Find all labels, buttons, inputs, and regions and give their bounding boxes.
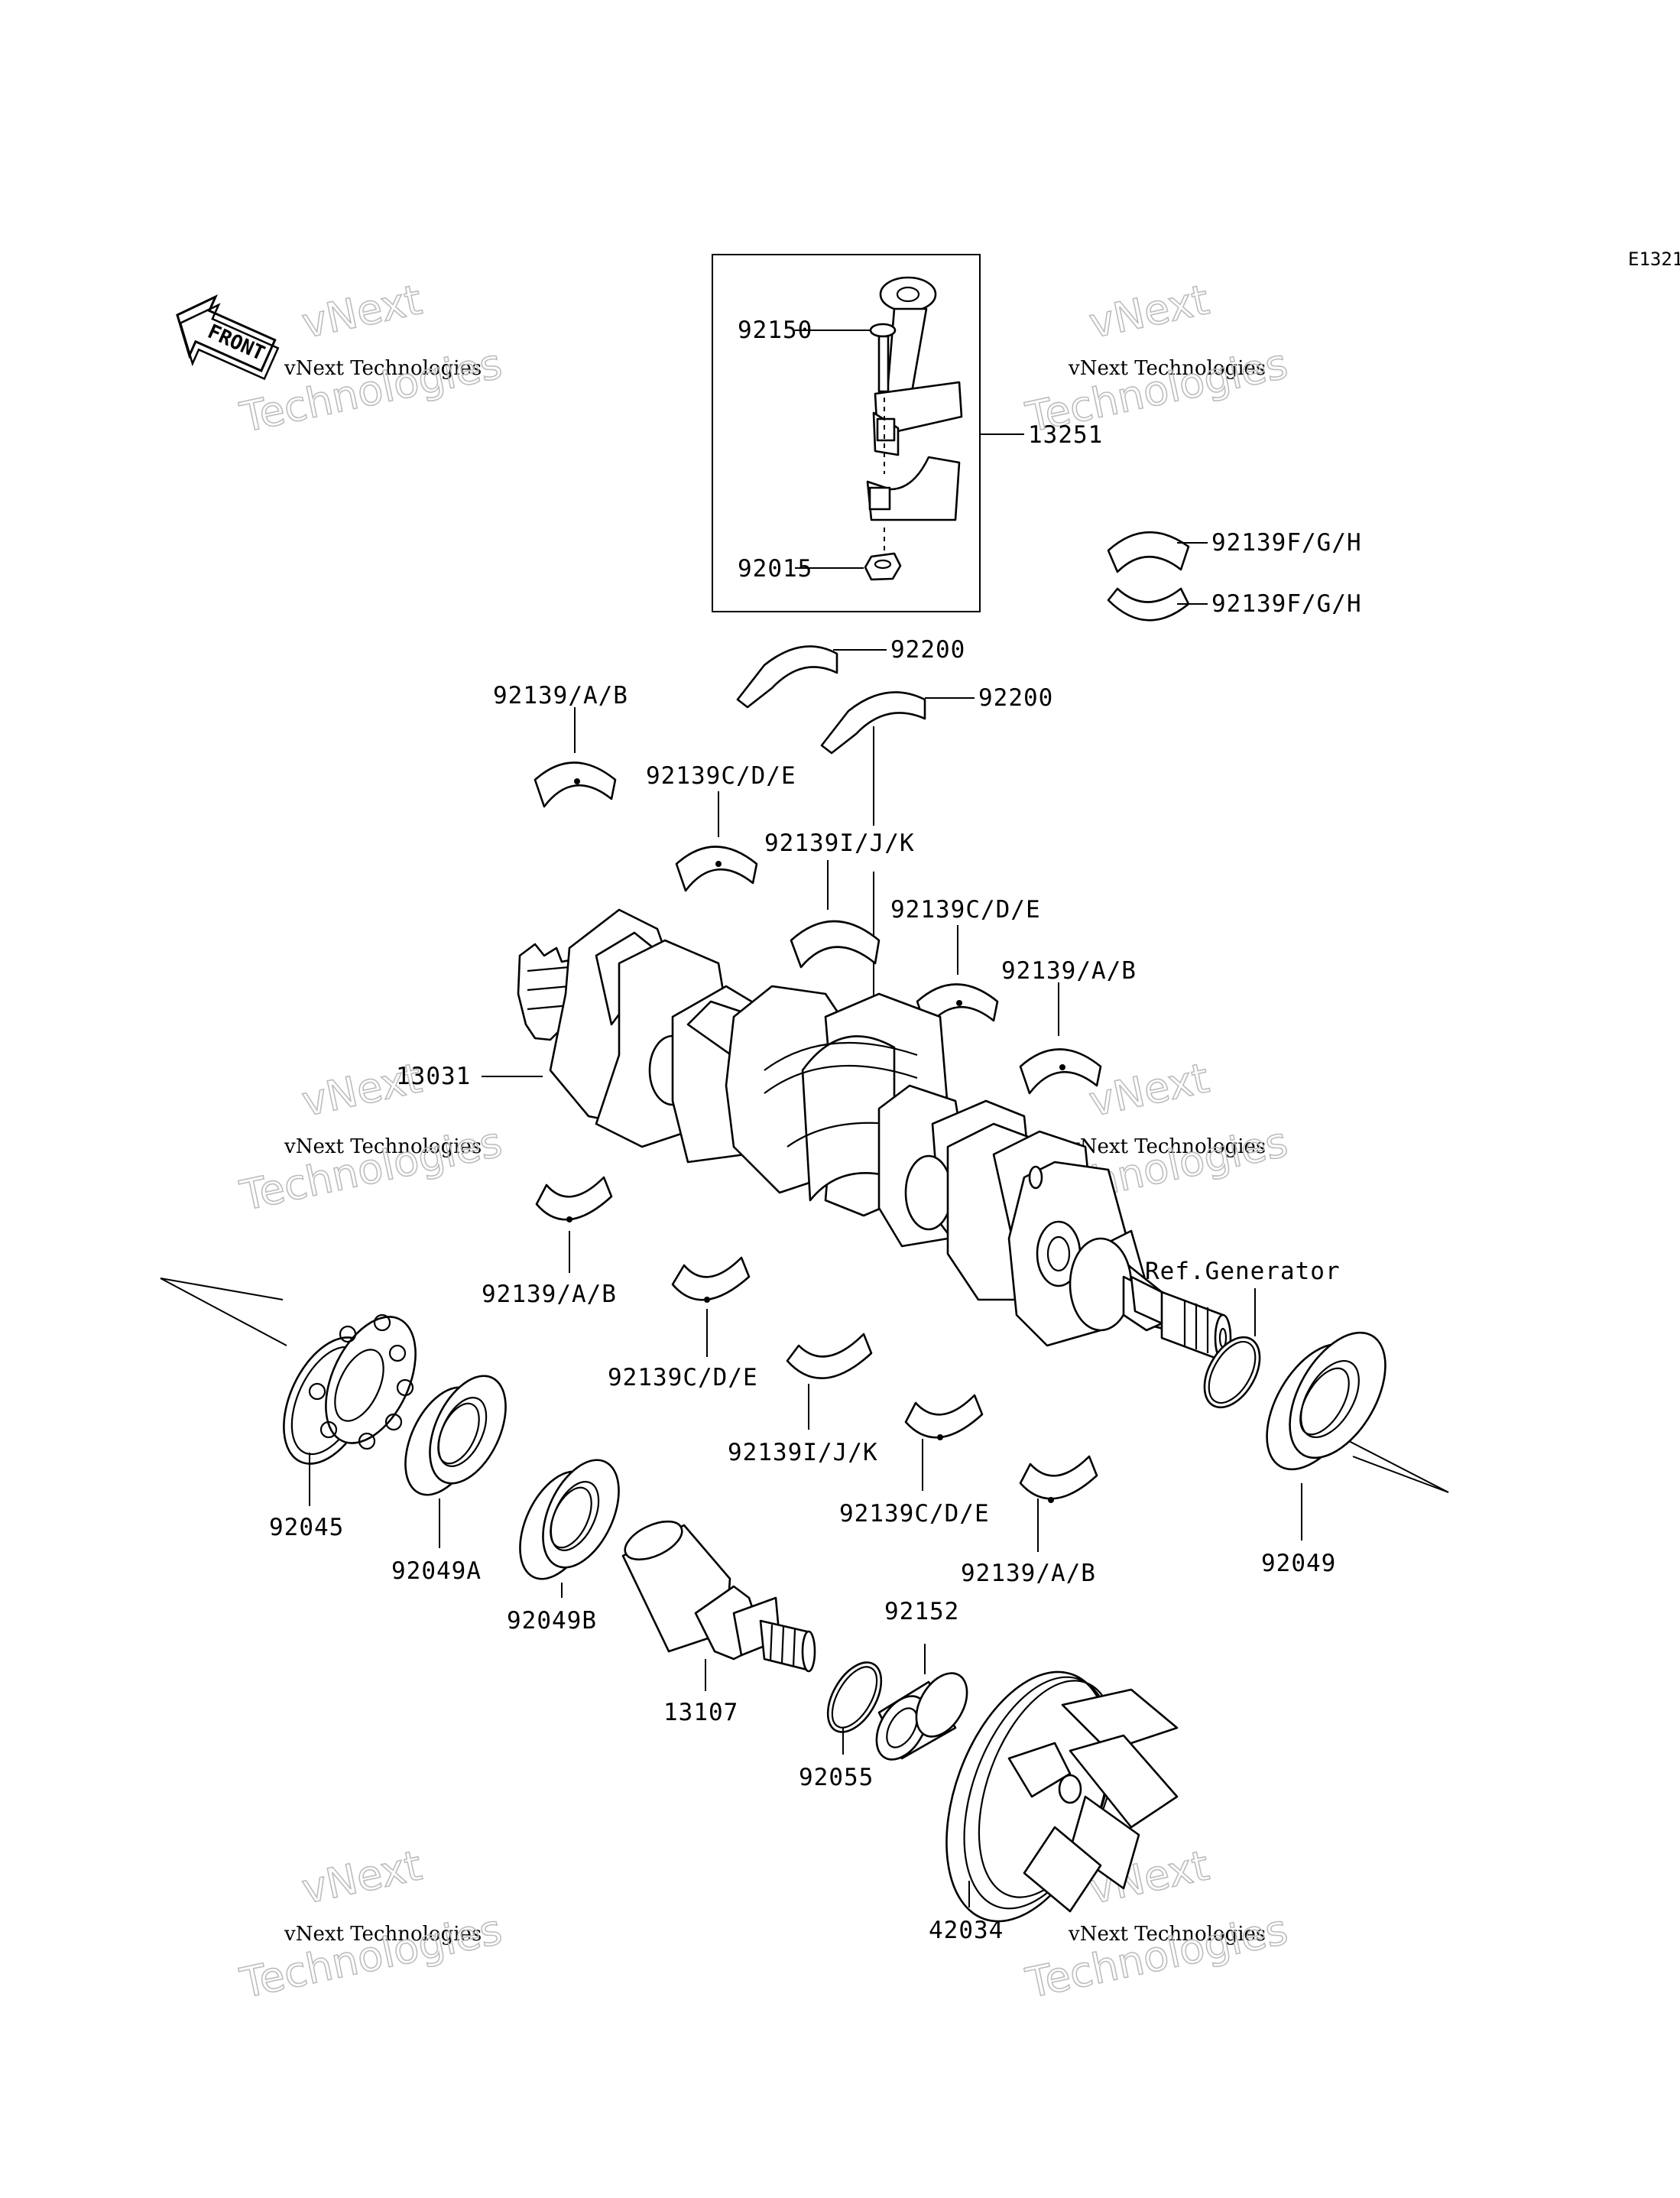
- shaft-13107-part[interactable]: [619, 1514, 816, 1673]
- diagram-code: E1321: [1628, 248, 1680, 270]
- main-bearing-upper-4-part[interactable]: [916, 983, 999, 1030]
- label-92200-lower: 92200: [978, 684, 1053, 712]
- label-92152: 92152: [884, 1598, 959, 1625]
- connecting-rod-cap-part[interactable]: [866, 456, 961, 521]
- label-92055: 92055: [799, 1764, 874, 1791]
- label-13251: 13251: [1028, 421, 1103, 449]
- connecting-rod-bolt-part[interactable]: [869, 323, 897, 393]
- label-92139cde-upper-2: 92139C/D/E: [890, 896, 1041, 924]
- pulley-42034-part[interactable]: [916, 1650, 1179, 1943]
- watermark-text: vNext Technologies: [1068, 357, 1266, 380]
- watermark-text: vNext Technologies: [284, 1923, 482, 1946]
- label-92200-upper: 92200: [890, 636, 965, 664]
- oil-seal-92049-part[interactable]: [1247, 1317, 1406, 1485]
- svg-text:vNext: vNext: [298, 275, 426, 347]
- oil-seal-92049b-part[interactable]: [504, 1448, 634, 1590]
- label-92139ab-upper-2: 92139/A/B: [1001, 957, 1137, 985]
- main-bearing-upper-3-part[interactable]: [790, 920, 881, 969]
- thrust-washer-upper-part[interactable]: [736, 645, 838, 709]
- main-bearing-lower-2-part[interactable]: [671, 1256, 751, 1303]
- svg-text:Technologies: Technologies: [236, 1118, 506, 1220]
- main-bearing-upper-1-part[interactable]: [534, 761, 617, 808]
- collar-92152-part[interactable]: [866, 1664, 977, 1768]
- thrust-washer-lower-part[interactable]: [820, 691, 926, 755]
- label-92049b: 92049B: [507, 1607, 597, 1635]
- label-92139ab-lower-2: 92139/A/B: [961, 1560, 1096, 1587]
- watermark-top-right: vNext vNext Technologies Technologies: [1021, 274, 1292, 442]
- svg-text:Technologies: Technologies: [1022, 1905, 1292, 2008]
- label-92049a: 92049A: [391, 1557, 482, 1585]
- front-arrow-icon: FRONT: [176, 294, 280, 381]
- watermark-bottom-left: vNext vNext Technologies Technologies: [235, 1840, 507, 2008]
- svg-text:vNext: vNext: [298, 1841, 426, 1913]
- label-92139ijk-upper: 92139I/J/K: [764, 830, 915, 857]
- o-ring-part[interactable]: [817, 1654, 892, 1742]
- connecting-rod-group-box: [712, 254, 981, 612]
- oil-seal-92049a-part[interactable]: [390, 1364, 521, 1506]
- label-92049: 92049: [1261, 1550, 1336, 1577]
- main-bearing-lower-4-part[interactable]: [904, 1394, 984, 1440]
- main-bearing-lower-1-part[interactable]: [535, 1176, 613, 1222]
- svg-text:vNext: vNext: [1085, 275, 1213, 347]
- watermark-text: vNext Technologies: [284, 1135, 482, 1158]
- svg-text:Technologies: Technologies: [236, 1905, 506, 2008]
- label-92045: 92045: [269, 1514, 344, 1541]
- label-92139ab-lower-1: 92139/A/B: [482, 1281, 617, 1308]
- label-92139ijk-lower: 92139I/J/K: [728, 1439, 878, 1466]
- watermark-text: vNext Technologies: [1068, 1923, 1266, 1946]
- label-92139cde-upper-1: 92139C/D/E: [646, 762, 796, 790]
- crankshaft-part[interactable]: [517, 908, 1232, 1362]
- watermark-top-left: vNext vNext Technologies Technologies: [235, 274, 507, 442]
- connecting-rod-nut-part[interactable]: [864, 552, 902, 581]
- label-ref-generator: Ref.Generator: [1145, 1258, 1341, 1285]
- rod-bearing-lower-part[interactable]: [1107, 587, 1190, 622]
- label-92139fgh-lower: 92139F/G/H: [1211, 590, 1362, 618]
- watermark-text: vNext Technologies: [1068, 1135, 1266, 1158]
- rod-bearing-upper-part[interactable]: [1107, 531, 1190, 573]
- label-92015: 92015: [738, 555, 812, 583]
- main-bearing-upper-5-part[interactable]: [1019, 1048, 1102, 1095]
- connecting-rod-part[interactable]: [872, 276, 963, 456]
- label-42034: 42034: [929, 1917, 1004, 1944]
- snap-ring-part[interactable]: [1193, 1328, 1271, 1417]
- label-92139fgh-upper: 92139F/G/H: [1211, 529, 1362, 557]
- ball-bearing-part[interactable]: [265, 1303, 433, 1478]
- svg-text:Technologies: Technologies: [236, 339, 506, 442]
- label-92139ab-upper-1: 92139/A/B: [493, 682, 628, 709]
- svg-text:vNext: vNext: [1085, 1054, 1213, 1125]
- label-13031: 13031: [396, 1063, 471, 1090]
- label-92139cde-lower-1: 92139C/D/E: [608, 1364, 758, 1391]
- main-bearing-upper-2-part[interactable]: [675, 846, 758, 892]
- label-92139cde-lower-2: 92139C/D/E: [839, 1500, 990, 1528]
- label-13107: 13107: [663, 1699, 738, 1726]
- main-bearing-lower-5-part[interactable]: [1019, 1455, 1098, 1503]
- label-92150: 92150: [738, 317, 812, 344]
- watermark-text: vNext Technologies: [284, 357, 482, 380]
- main-bearing-lower-3-part[interactable]: [786, 1333, 873, 1379]
